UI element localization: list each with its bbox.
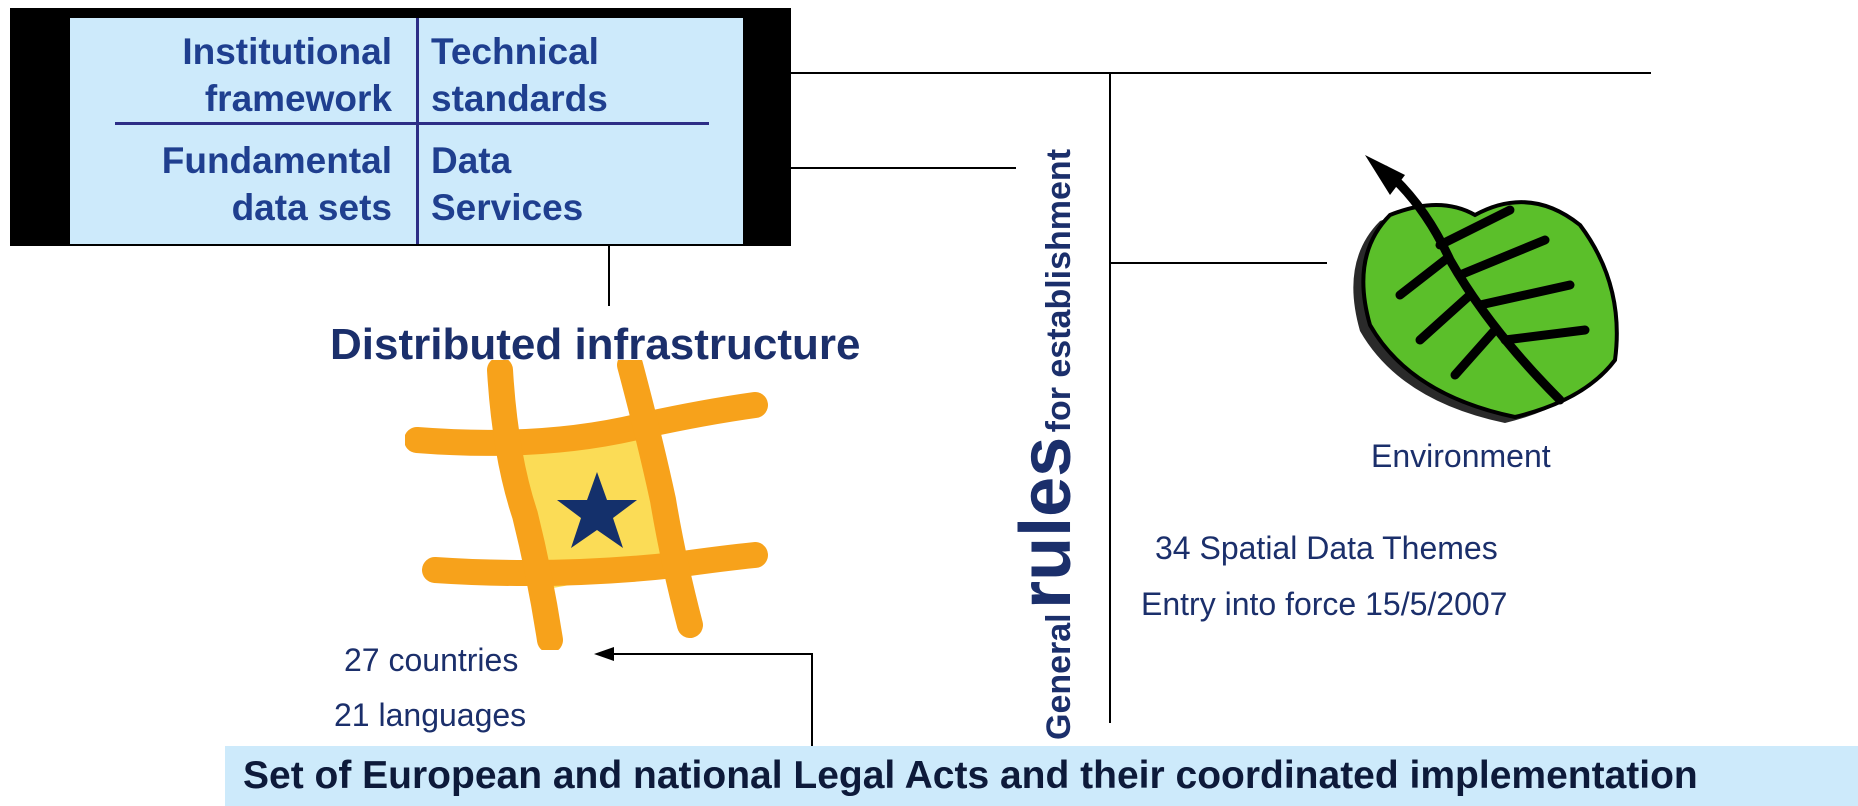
eu-infrastructure-logo bbox=[405, 360, 768, 650]
grid-horizontal-divider bbox=[115, 122, 709, 125]
environment-label: Environment bbox=[1371, 438, 1551, 474]
leaf-body bbox=[1361, 200, 1619, 420]
general-rules-label: General rules for establishment bbox=[1006, 148, 1086, 740]
cell-line: framework bbox=[204, 78, 392, 119]
cell-line: Data bbox=[431, 140, 512, 181]
logo-orange-strokes bbox=[405, 360, 768, 650]
connector-environment bbox=[1109, 262, 1327, 264]
leaf-veins bbox=[1380, 165, 1590, 405]
arrow-head-icon bbox=[594, 647, 614, 661]
connector-distributed bbox=[608, 246, 610, 306]
cell-line: Fundamental bbox=[161, 140, 392, 181]
logo-star bbox=[557, 472, 637, 548]
distributed-infrastructure-title: Distributed infrastructure bbox=[330, 320, 861, 369]
cell-fundamental-data-sets: Fundamental data sets bbox=[162, 137, 392, 231]
connector-middle bbox=[791, 167, 1016, 169]
cell-line: standards bbox=[431, 78, 608, 119]
components-grid bbox=[70, 18, 743, 244]
cell-data-services: Data Services bbox=[431, 137, 583, 231]
countries-label: 27 countries bbox=[344, 642, 519, 678]
legal-acts-text: Set of European and national Legal Acts … bbox=[243, 754, 1698, 797]
connector-top bbox=[791, 72, 1651, 74]
spatial-data-themes-label: 34 Spatial Data Themes bbox=[1155, 530, 1498, 566]
rules-emphasis: rules bbox=[1006, 436, 1086, 609]
cell-line: Technical bbox=[431, 31, 599, 72]
leaf-icon bbox=[1353, 155, 1619, 423]
rules-vertical-line bbox=[1109, 72, 1111, 723]
legal-acts-banner bbox=[225, 746, 1858, 806]
leaf-stem-tip bbox=[1365, 155, 1405, 195]
languages-label: 21 languages bbox=[334, 697, 527, 733]
arrow-horizontal-segment bbox=[610, 653, 813, 655]
entry-into-force-label: Entry into force 15/5/2007 bbox=[1141, 586, 1508, 622]
cell-technical-standards: Technical standards bbox=[431, 28, 608, 122]
grid-vertical-divider bbox=[416, 18, 419, 244]
cell-line: data sets bbox=[231, 187, 392, 228]
rules-prefix: General bbox=[1040, 613, 1078, 740]
cell-line: Services bbox=[431, 187, 584, 228]
arrow-vertical-segment bbox=[811, 653, 813, 747]
cell-institutional-framework: Institutional framework bbox=[182, 28, 392, 122]
rules-suffix: for establishment bbox=[1040, 148, 1078, 433]
cell-line: Institutional bbox=[182, 31, 392, 72]
